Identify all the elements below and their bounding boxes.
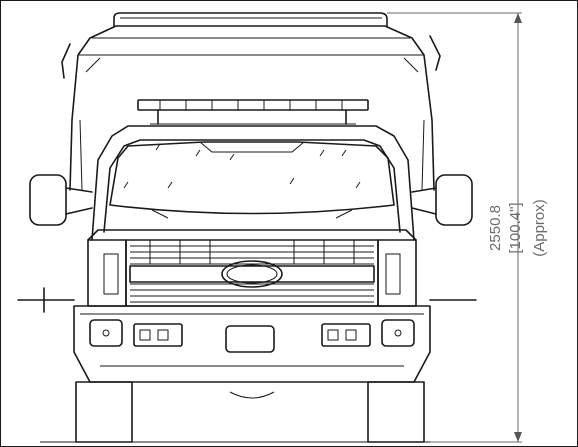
cab	[91, 125, 415, 241]
side-mirrors	[29, 174, 473, 226]
side-steps	[17, 287, 477, 313]
height-dimension	[387, 12, 522, 443]
side-handles	[61, 35, 441, 79]
hood-line	[87, 229, 417, 241]
windshield	[109, 141, 395, 219]
emblem	[221, 260, 283, 288]
roof-rack	[113, 12, 388, 27]
dimension-note: (Approx)	[531, 199, 548, 257]
canopy	[69, 25, 435, 191]
light-bar	[137, 99, 369, 125]
dimension-value-in: [100.4"]	[507, 202, 524, 253]
dimension-value-mm: 2550.8	[487, 205, 504, 251]
